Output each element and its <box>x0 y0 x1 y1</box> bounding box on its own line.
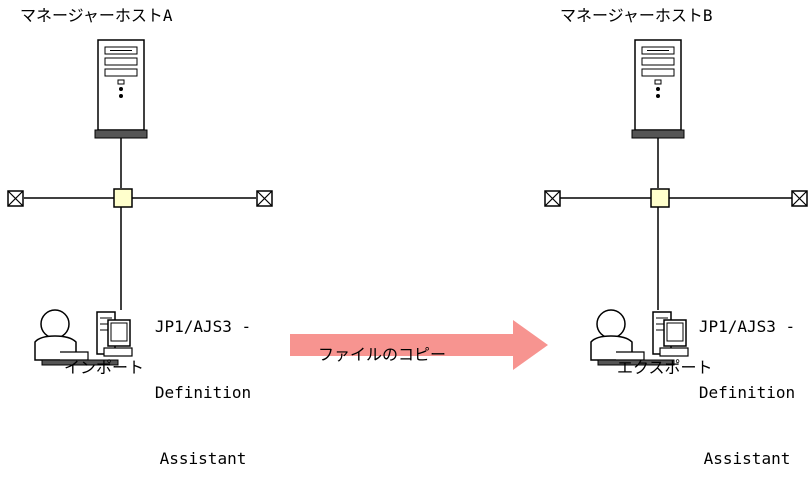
left-hub-node <box>113 188 133 208</box>
right-terminator-right-icon <box>791 190 808 207</box>
left-server-icon <box>94 39 148 139</box>
right-hub-node <box>650 188 670 208</box>
right-host-title: マネージャーホストB <box>560 6 713 25</box>
right-terminator-left-icon <box>544 190 561 207</box>
right-host-caption: エクスポート <box>617 358 713 377</box>
left-terminator-left-icon <box>7 190 24 207</box>
left-workstation-icon <box>96 311 133 357</box>
transfer-arrow <box>290 320 548 370</box>
right-product-line-1: JP1/AJS3 - <box>698 317 796 336</box>
right-product-name: JP1/AJS3 - Definition Assistant <box>692 272 802 492</box>
left-host-caption: インポート <box>64 358 145 377</box>
right-server-icon <box>631 39 685 139</box>
right-product-line-3: Assistant <box>703 449 791 468</box>
left-terminator-right-icon <box>256 190 273 207</box>
left-product-name: JP1/AJS3 - Definition Assistant <box>148 272 258 492</box>
network-diagram <box>7 39 808 370</box>
right-workstation-icon <box>652 311 689 357</box>
left-operator-icon <box>34 309 119 366</box>
left-product-line-2: Definition <box>154 383 252 402</box>
transfer-label: ファイルのコピー <box>318 345 447 364</box>
left-product-line-3: Assistant <box>159 449 247 468</box>
left-product-line-1: JP1/AJS3 - <box>154 317 252 336</box>
left-host-title: マネージャーホストA <box>20 6 173 25</box>
right-product-line-2: Definition <box>698 383 796 402</box>
right-operator-icon <box>590 309 675 366</box>
